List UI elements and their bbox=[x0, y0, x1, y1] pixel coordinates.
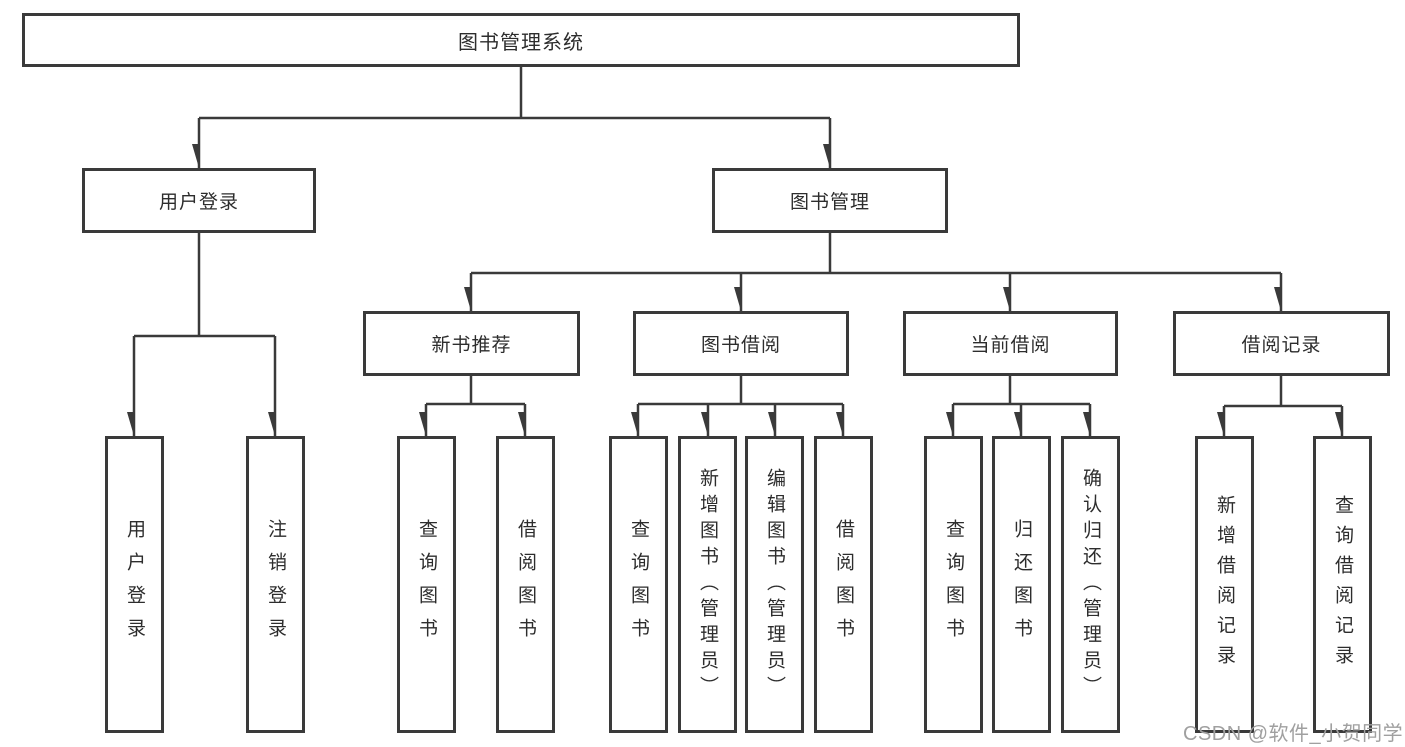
node-label: 新增图书（管理员） bbox=[697, 467, 718, 702]
node-leaf-cb-confirm-return-admin: 确认归还（管理员） bbox=[1061, 436, 1120, 733]
node-borrowing-records: 借阅记录 bbox=[1173, 311, 1390, 376]
node-leaf-bb-edit-books-admin: 编辑图书（管理员） bbox=[745, 436, 804, 733]
node-label: 用户登录 bbox=[124, 518, 145, 651]
node-label: 当前借阅 bbox=[970, 335, 1051, 356]
node-leaf-cb-query-books: 查询图书 bbox=[924, 436, 983, 733]
node-label: 借阅图书 bbox=[515, 518, 536, 651]
node-book-borrowing: 图书借阅 bbox=[633, 311, 849, 376]
node-leaf-bb-add-books-admin: 新增图书（管理员） bbox=[678, 436, 737, 733]
node-leaf-br-query-record: 查询借阅记录 bbox=[1313, 436, 1372, 733]
node-user-login: 用户登录 bbox=[82, 168, 316, 233]
node-leaf-nb-borrow-books: 借阅图书 bbox=[496, 436, 555, 733]
node-book-management: 图书管理 bbox=[712, 168, 948, 233]
watermark: CSDN @软件_小贺同学 bbox=[1183, 723, 1404, 745]
node-label: 归还图书 bbox=[1011, 518, 1032, 651]
node-label: 新增借阅记录 bbox=[1214, 494, 1235, 675]
node-label: 图书管理系统 bbox=[458, 31, 584, 54]
node-label: 借阅记录 bbox=[1241, 335, 1322, 356]
node-leaf-nb-query-books: 查询图书 bbox=[397, 436, 456, 733]
node-label: 新书推荐 bbox=[431, 335, 512, 356]
node-label: 图书借阅 bbox=[700, 335, 781, 356]
node-leaf-user-login: 用户登录 bbox=[105, 436, 164, 733]
node-label: 借阅图书 bbox=[833, 518, 854, 651]
node-label: 确认归还（管理员） bbox=[1080, 467, 1101, 702]
node-leaf-cb-return-books: 归还图书 bbox=[992, 436, 1051, 733]
node-leaf-bb-query-books: 查询图书 bbox=[609, 436, 668, 733]
node-label: 注销登录 bbox=[265, 518, 286, 651]
node-leaf-br-add-record: 新增借阅记录 bbox=[1195, 436, 1254, 733]
node-root: 图书管理系统 bbox=[22, 13, 1020, 67]
node-current-borrowing: 当前借阅 bbox=[903, 311, 1118, 376]
node-label: 编辑图书（管理员） bbox=[764, 467, 785, 702]
node-label: 图书管理 bbox=[789, 192, 870, 213]
node-leaf-bb-borrow-books: 借阅图书 bbox=[814, 436, 873, 733]
node-label: 查询图书 bbox=[943, 518, 964, 651]
node-label: 查询借阅记录 bbox=[1332, 494, 1353, 675]
node-new-book-recommend: 新书推荐 bbox=[363, 311, 580, 376]
node-label: 用户登录 bbox=[158, 192, 239, 213]
node-label: 查询图书 bbox=[628, 518, 649, 651]
node-label: 查询图书 bbox=[416, 518, 437, 651]
node-leaf-logout: 注销登录 bbox=[246, 436, 305, 733]
